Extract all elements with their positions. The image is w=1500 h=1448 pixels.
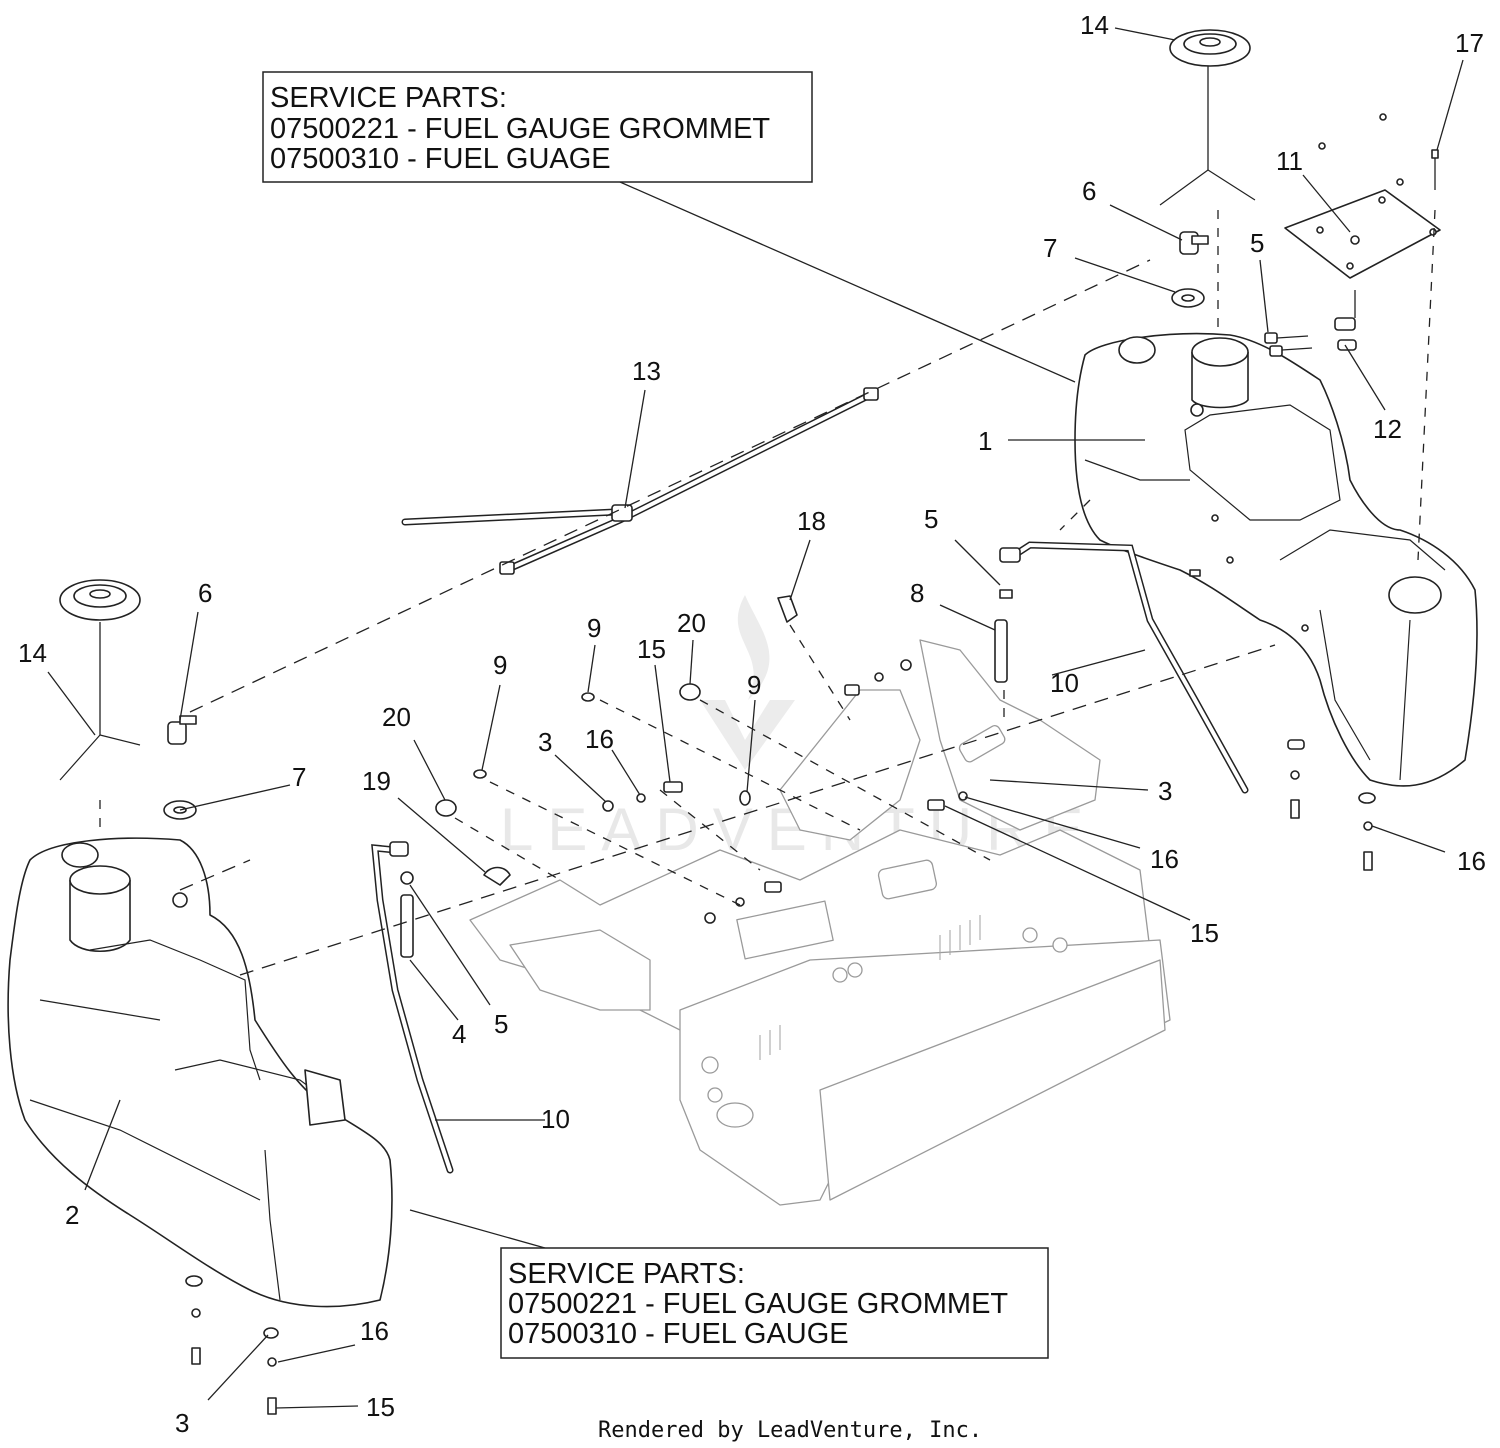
fitting-right-12 bbox=[1334, 290, 1357, 351]
callout-label: 3 bbox=[1158, 776, 1172, 806]
callout-label: 5 bbox=[1250, 228, 1264, 258]
service-box-top-line-3: 07500310 - FUEL GUAGE bbox=[270, 143, 611, 175]
callout-label: 3 bbox=[175, 1408, 189, 1438]
callout-label: 8 bbox=[910, 578, 924, 608]
fuel-tank-right bbox=[1074, 332, 1478, 787]
callout-label: 16 bbox=[1457, 846, 1486, 876]
callout-label: 14 bbox=[1080, 10, 1109, 40]
fuel-cap-right bbox=[1159, 29, 1256, 206]
service-box-bottom-line-3: 07500310 - FUEL GAUGE bbox=[508, 1318, 849, 1350]
callout-label: 6 bbox=[1082, 176, 1096, 206]
callout-label: 20 bbox=[677, 608, 706, 638]
callout-label: 15 bbox=[637, 634, 666, 664]
callout-label: 7 bbox=[1043, 233, 1057, 263]
callout-label: 16 bbox=[360, 1316, 389, 1346]
grommet-right bbox=[1171, 288, 1205, 308]
callout-label: 10 bbox=[541, 1104, 570, 1134]
callout-label: 11 bbox=[1276, 146, 1303, 176]
callout-label: 16 bbox=[1150, 844, 1179, 874]
mower-frame bbox=[469, 639, 1171, 1206]
callout-label: 12 bbox=[1373, 414, 1402, 444]
callout-label: 4 bbox=[452, 1019, 466, 1049]
callout-label: 9 bbox=[747, 670, 761, 700]
hardware-small-parts bbox=[185, 595, 1376, 1415]
cover-plate bbox=[1284, 189, 1441, 279]
leader-lines bbox=[47, 27, 1464, 1409]
callout-label: 16 bbox=[585, 724, 614, 754]
fitting-right-5 bbox=[1264, 332, 1313, 357]
fuel-line-left bbox=[371, 841, 454, 1174]
callout-label: 3 bbox=[538, 727, 552, 757]
callout-label: 2 bbox=[65, 1200, 79, 1230]
service-box-bottom-line-1: SERVICE PARTS: bbox=[508, 1258, 745, 1290]
screws-top bbox=[1318, 113, 1439, 190]
callout-label: 14 bbox=[18, 638, 47, 668]
callout-label: 19 bbox=[362, 766, 391, 796]
fuel-valve-right bbox=[1179, 231, 1209, 255]
callout-label: 9 bbox=[587, 613, 601, 643]
callout-label: 7 bbox=[292, 762, 306, 792]
callout-label: 20 bbox=[382, 702, 411, 732]
fuel-valve-left bbox=[167, 715, 197, 745]
tube-8 bbox=[994, 589, 1013, 683]
service-box-top-line-1: SERVICE PARTS: bbox=[270, 82, 507, 114]
callout-label: 15 bbox=[1190, 918, 1219, 948]
callout-label: 15 bbox=[366, 1392, 395, 1422]
service-parts-box-bottom: SERVICE PARTS: 07500221 - FUEL GAUGE GRO… bbox=[500, 1247, 1049, 1359]
callout-label: 10 bbox=[1050, 668, 1079, 698]
callout-label: 6 bbox=[198, 578, 212, 608]
callout-label: 5 bbox=[494, 1009, 508, 1039]
service-box-top-line-2: 07500221 - FUEL GAUGE GROMMET bbox=[270, 113, 770, 145]
callout-labels: 14 17 11 6 7 5 12 13 1 18 5 8 6 14 20 9 … bbox=[18, 10, 1486, 1438]
fuel-tank-left bbox=[7, 837, 393, 1308]
footer-credit: Rendered by LeadVenture, Inc. bbox=[598, 1418, 982, 1443]
callout-label: 13 bbox=[632, 356, 661, 386]
callout-label: 9 bbox=[493, 650, 507, 680]
callout-label: 5 bbox=[924, 504, 938, 534]
tube-4 bbox=[400, 871, 414, 958]
service-parts-box-top: SERVICE PARTS: 07500221 - FUEL GAUGE GRO… bbox=[262, 71, 813, 183]
assembly-lines bbox=[99, 209, 1436, 976]
fuel-cap-left bbox=[59, 579, 141, 781]
fuel-line-right bbox=[999, 541, 1249, 794]
equalizer-tube bbox=[401, 387, 879, 575]
callout-label: 1 bbox=[978, 426, 992, 456]
service-box-bottom-line-2: 07500221 - FUEL GAUGE GROMMET bbox=[508, 1288, 1008, 1320]
callout-label: 18 bbox=[797, 506, 826, 536]
callout-label: 17 bbox=[1455, 28, 1484, 58]
